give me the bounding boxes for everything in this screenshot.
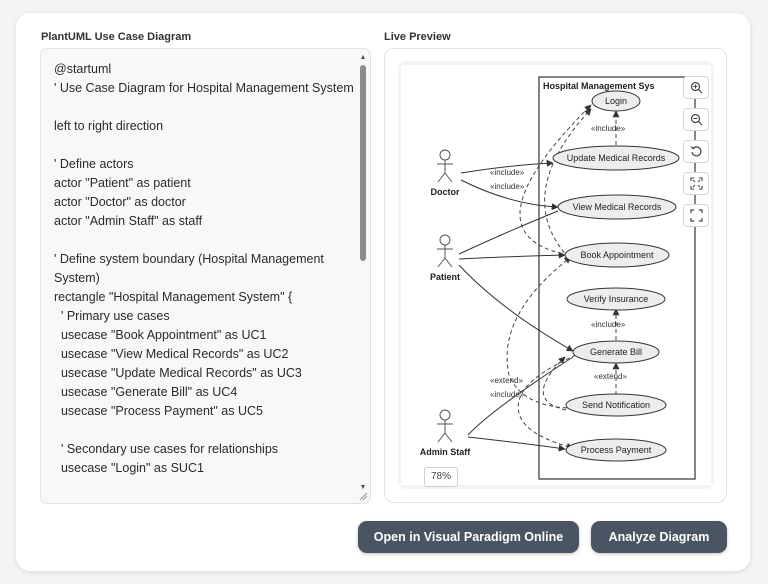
include-label: «include» xyxy=(490,390,525,399)
usecase-generate-bill xyxy=(572,340,660,364)
usecase-update-label: Update Medical Records xyxy=(567,153,666,163)
include-label: «include» xyxy=(591,124,626,133)
usecase-verify-label: Verify Insurance xyxy=(584,294,649,304)
usecase-book-appointment xyxy=(564,242,670,268)
fullscreen-icon xyxy=(689,209,703,222)
fit-icon xyxy=(689,177,703,190)
system-boundary xyxy=(538,76,696,480)
preview-canvas[interactable]: Hospital Management Sys xyxy=(398,61,714,489)
reset-icon xyxy=(690,146,702,157)
system-label: Hospital Management Sys xyxy=(543,81,655,91)
include-label: «include» xyxy=(591,320,626,329)
usecase-view-records xyxy=(557,194,677,220)
extend-label: «extend» xyxy=(490,376,523,385)
reset-button[interactable] xyxy=(683,140,709,163)
actor-admin-label: Admin Staff xyxy=(420,447,472,457)
usecase-view-label: View Medical Records xyxy=(573,202,662,212)
editor-scrollbar[interactable]: ▲ ▼ xyxy=(359,53,367,493)
preview-panel: Hospital Management Sys xyxy=(384,48,727,503)
zoom-in-icon xyxy=(690,81,702,94)
zoom-level-badge: 78% xyxy=(424,467,459,487)
scroll-up-icon[interactable]: ▲ xyxy=(359,54,367,61)
usecase-login xyxy=(591,90,641,112)
zoom-out-button[interactable] xyxy=(683,108,709,131)
usecase-notify-label: Send Notification xyxy=(582,400,650,410)
usecase-book-label: Book Appointment xyxy=(580,250,654,260)
include-label: «include» xyxy=(490,182,525,191)
use-case-diagram: Hospital Management Sys xyxy=(401,65,711,485)
scrollbar-thumb[interactable] xyxy=(360,65,366,261)
usecase-bill-label: Generate Bill xyxy=(590,347,642,357)
scroll-down-icon[interactable]: ▼ xyxy=(359,484,367,491)
usecase-login-label: Login xyxy=(605,96,627,106)
usecase-process-payment xyxy=(565,438,667,462)
usecase-send-notification xyxy=(565,393,667,417)
zoom-out-icon xyxy=(690,113,702,126)
usecase-verify-insurance xyxy=(566,287,666,311)
preview-title: Live Preview xyxy=(384,31,451,43)
open-visual-paradigm-button[interactable]: Open in Visual Paradigm Online xyxy=(358,521,579,553)
actor-admin-icon xyxy=(437,409,453,443)
fullscreen-button[interactable] xyxy=(683,204,709,227)
actor-doctor-icon xyxy=(437,149,453,183)
code-editor[interactable]: @startuml ' Use Case Diagram for Hospita… xyxy=(40,48,371,504)
usecase-update-records xyxy=(552,145,680,171)
include-label: «include» xyxy=(490,168,525,177)
fit-button[interactable] xyxy=(683,172,709,195)
zoom-in-button[interactable] xyxy=(683,76,709,99)
resize-grip-icon[interactable] xyxy=(359,492,368,501)
extend-label: «extend» xyxy=(594,372,627,381)
actor-patient-icon xyxy=(437,234,453,268)
usecase-payment-label: Process Payment xyxy=(581,445,652,455)
code-text[interactable]: @startuml ' Use Case Diagram for Hospita… xyxy=(54,62,354,475)
analyze-diagram-button[interactable]: Analyze Diagram xyxy=(591,521,727,553)
actor-doctor-label: Doctor xyxy=(431,187,460,197)
actor-patient-label: Patient xyxy=(430,272,460,282)
editor-title: PlantUML Use Case Diagram xyxy=(41,31,192,43)
